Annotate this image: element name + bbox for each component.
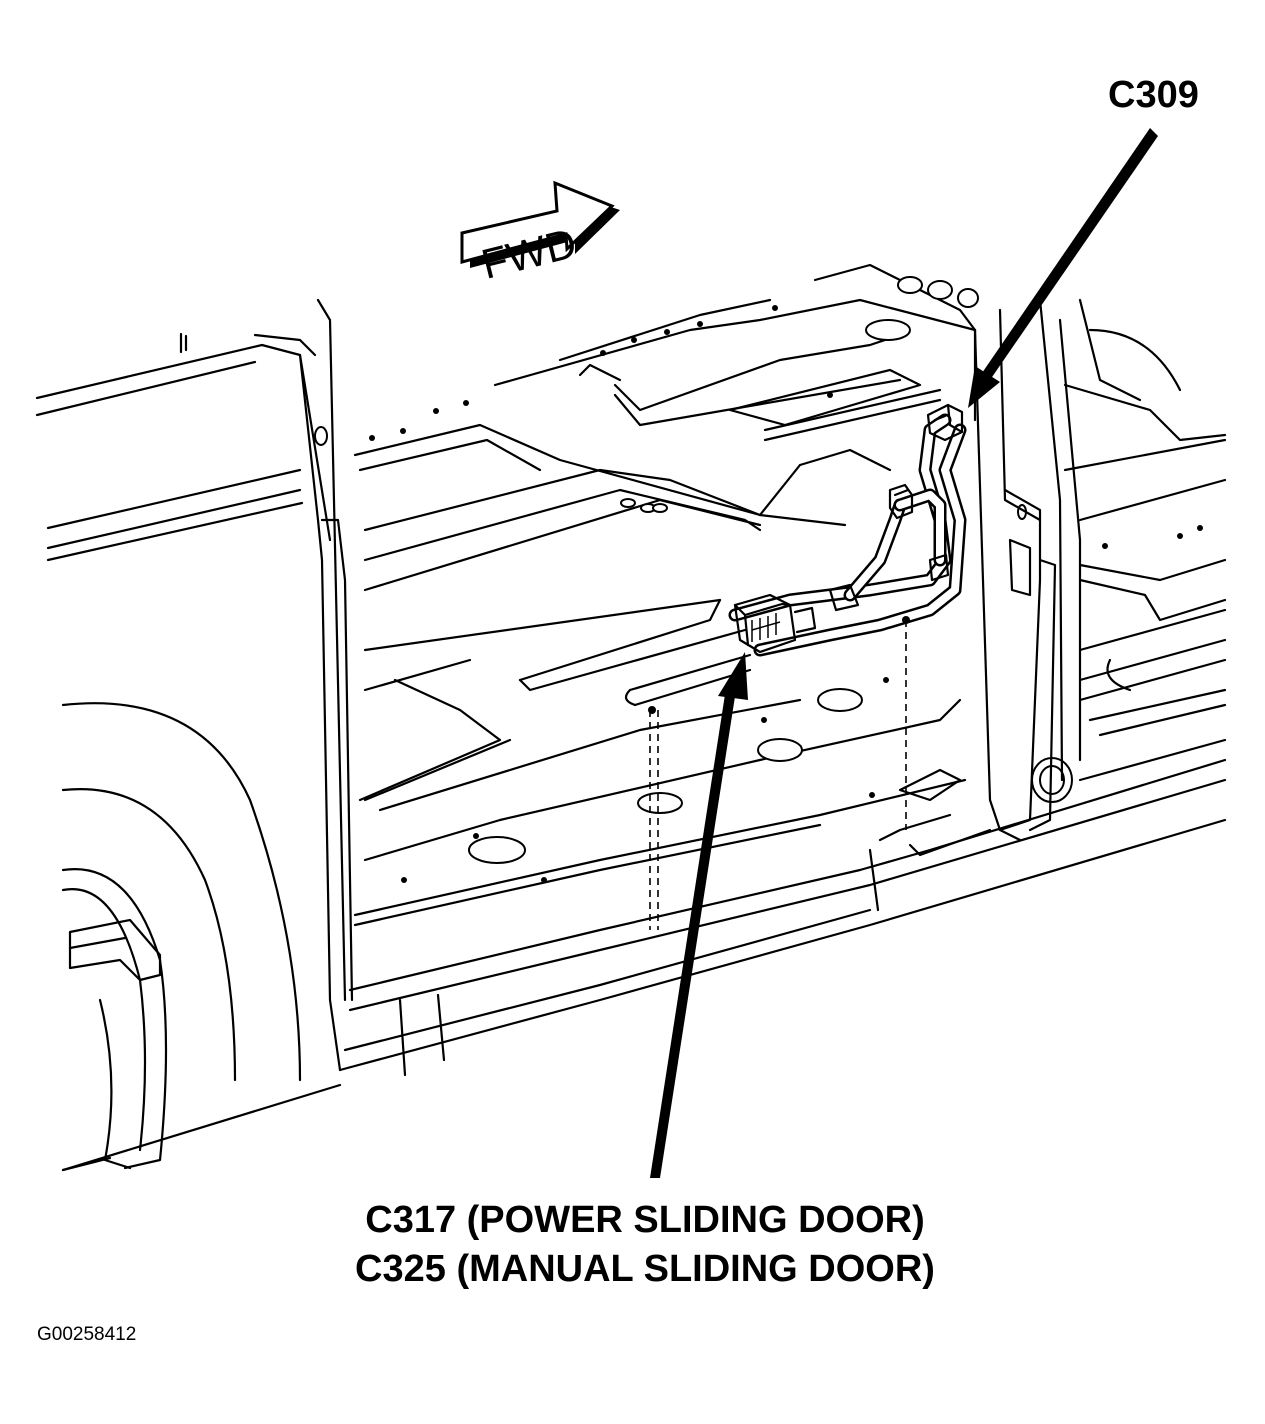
connector-mid (888, 483, 914, 520)
right-body-side (878, 298, 1227, 857)
wiring-harness (728, 413, 967, 657)
bracket-and-guides (624, 616, 910, 930)
c309-callout-arrow (968, 128, 1158, 408)
floor-panel (61, 263, 1227, 1172)
connector-c309 (926, 403, 964, 442)
forward-arrow-icon: FWD (460, 180, 620, 288)
left-body-side (35, 298, 354, 1172)
c317-callout-arrow (650, 652, 748, 1178)
c325-label: C325 (MANUAL SLIDING DOOR) (355, 1248, 935, 1290)
floor-holes (369, 276, 1203, 883)
c317-label: C317 (POWER SLIDING DOOR) (365, 1199, 925, 1241)
figure-id: G00258412 (37, 1324, 137, 1345)
connector-c317-c325 (733, 593, 817, 654)
c309-label: C309 (1108, 74, 1199, 116)
